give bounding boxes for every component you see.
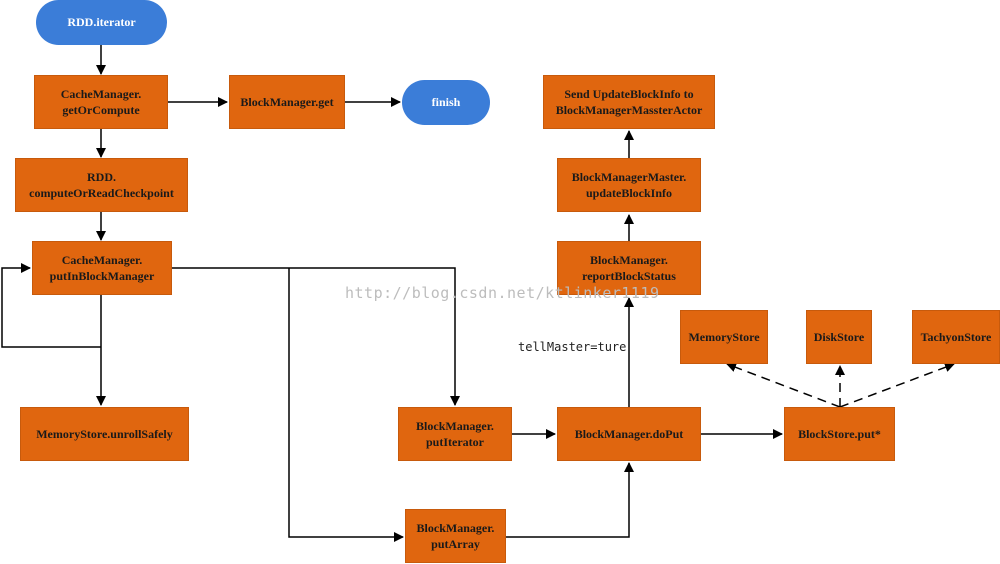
blockmanager-get-node: BlockManager.get	[229, 75, 345, 129]
send-updateblockinfo-node: Send UpdateBlockInfo to BlockManagerMass…	[543, 75, 715, 129]
blockstore-put-node: BlockStore.put*	[784, 407, 895, 461]
blockmanager-reportblockstatus-node: BlockManager. reportBlockStatus	[557, 241, 701, 295]
edge-blockstore-to-memorystore	[726, 362, 841, 408]
diskstore-node: DiskStore	[806, 310, 872, 364]
blockmanager-putiterator-node: BlockManager. putIterator	[398, 407, 512, 461]
tellmaster-edge-label: tellMaster=ture	[518, 340, 627, 354]
rdd-iterator-node: RDD.iterator	[36, 0, 167, 45]
tachyonstore-node: TachyonStore	[912, 310, 1000, 364]
cachemanager-getorcompute-node: CacheManager. getOrCompute	[34, 75, 168, 129]
memorystore-unrollsafely-node: MemoryStore.unrollSafely	[20, 407, 189, 461]
blockmanager-doput-node: BlockManager.doPut	[557, 407, 701, 461]
cachemanager-putinblockmanager-node: CacheManager. putInBlockManager	[32, 241, 172, 295]
edge-putarray-to-doput	[506, 462, 634, 538]
blockmanagermaster-updateblockinfo-node: BlockManagerMaster. updateBlockInfo	[557, 158, 701, 212]
edge-putinbm-to-putiterator	[172, 267, 460, 406]
finish-node: finish	[402, 80, 490, 125]
memorystore-node: MemoryStore	[680, 310, 768, 364]
watermark-text: http://blog.csdn.net/ktlinker1119	[345, 284, 660, 302]
edge-putinbm-to-putarray	[288, 268, 404, 542]
edge-blockstore-to-tachyonstore	[839, 362, 955, 408]
blockmanager-putarray-node: BlockManager. putArray	[405, 509, 506, 563]
rdd-computeorreadcheckpoint-node: RDD. computeOrReadCheckpoint	[15, 158, 188, 212]
edge-loop-putinbm	[1, 263, 101, 348]
